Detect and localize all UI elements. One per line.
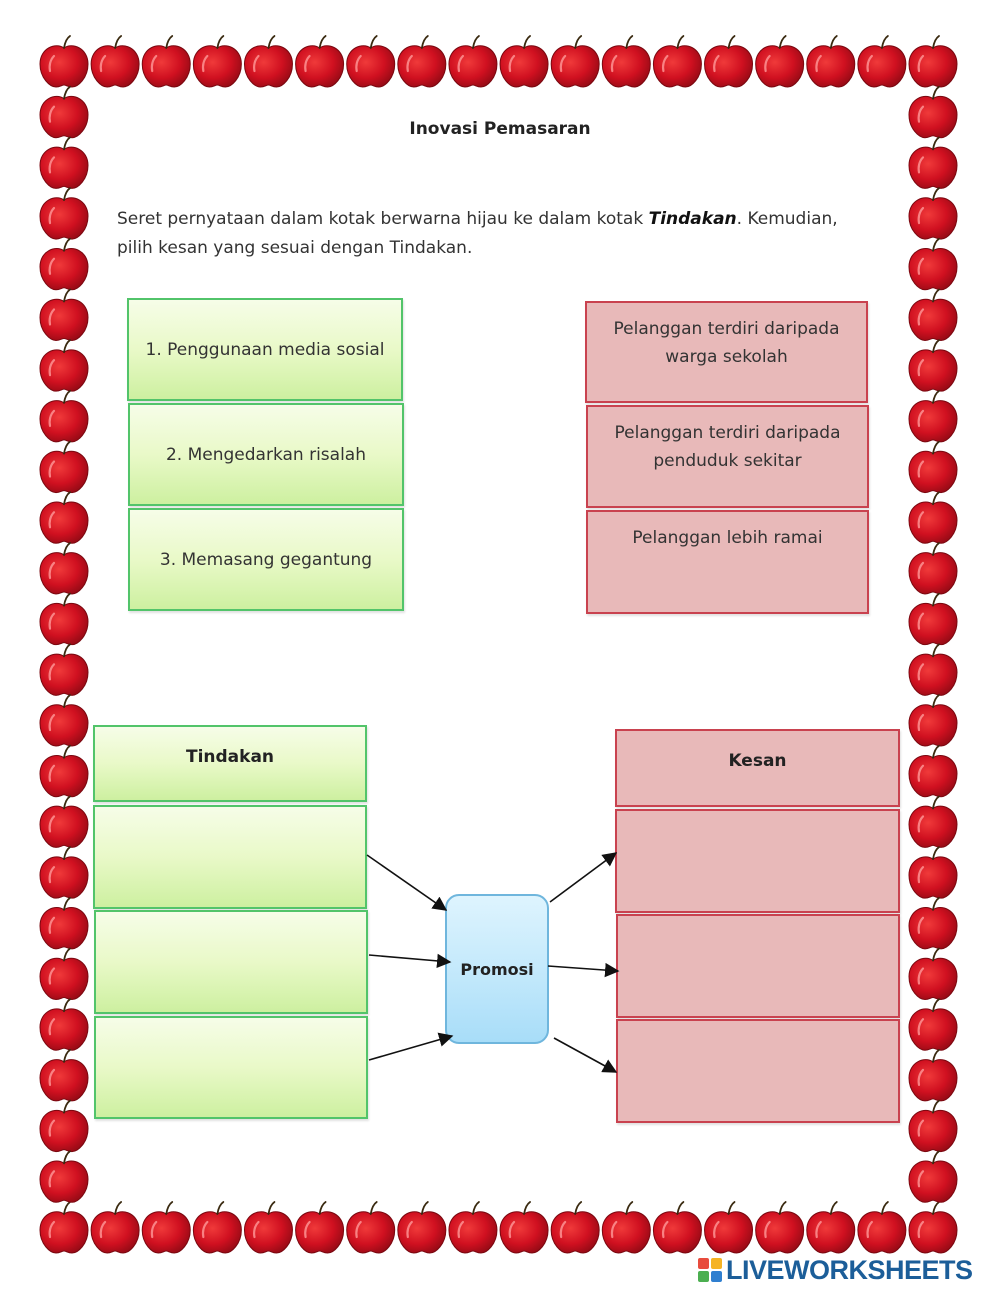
apple-icon bbox=[907, 643, 959, 697]
apple-icon bbox=[601, 34, 652, 89]
apple-icon bbox=[38, 389, 90, 443]
apple-icon bbox=[141, 1200, 192, 1255]
action-card-1[interactable]: 1. Penggunaan media sosial bbox=[127, 298, 403, 401]
apple-icon bbox=[294, 1200, 345, 1255]
apple-icon bbox=[38, 136, 90, 190]
apple-icon bbox=[294, 34, 345, 89]
apple-icon bbox=[907, 389, 959, 443]
liveworksheets-logo[interactable]: LIVEWORKSHEETS bbox=[698, 1254, 973, 1285]
apple-icon bbox=[345, 34, 396, 89]
apple-icon bbox=[907, 339, 959, 393]
apple-icon bbox=[907, 744, 959, 798]
apple-icon bbox=[38, 339, 90, 393]
apple-icon bbox=[38, 795, 90, 849]
apple-icon bbox=[447, 34, 499, 89]
apple-icon bbox=[38, 541, 90, 596]
apple-icon bbox=[907, 237, 959, 291]
apple-icon bbox=[652, 1200, 703, 1255]
apple-icon bbox=[907, 896, 959, 950]
apple-icon bbox=[907, 440, 959, 494]
apple-icon bbox=[550, 34, 601, 89]
promosi-box: Promosi bbox=[445, 894, 549, 1044]
apple-icon bbox=[447, 1200, 499, 1255]
kesan-select-slot-2[interactable] bbox=[616, 914, 900, 1018]
apple-icon bbox=[38, 288, 90, 342]
liveworksheets-logo-icon bbox=[698, 1258, 722, 1282]
apple-icon bbox=[38, 846, 90, 900]
apple-icon bbox=[907, 136, 959, 190]
apple-icon bbox=[192, 34, 243, 89]
apple-icon bbox=[243, 1200, 294, 1255]
apple-icon bbox=[38, 1099, 90, 1153]
instruction-text: Seret pernyataan dalam kotak berwarna hi… bbox=[117, 209, 838, 258]
apple-icon bbox=[38, 1200, 90, 1255]
apple-icon bbox=[38, 643, 90, 697]
apple-icon bbox=[856, 34, 907, 89]
apple-icon bbox=[907, 846, 959, 900]
apple-icon bbox=[907, 1048, 959, 1103]
apple-icon bbox=[703, 1200, 754, 1255]
effect-card-3[interactable]: Pelanggan lebih ramai bbox=[586, 510, 869, 614]
apple-icon bbox=[805, 34, 856, 89]
apple-icon bbox=[38, 440, 90, 494]
apple-icon bbox=[907, 795, 959, 849]
apple-icon bbox=[856, 1200, 907, 1255]
action-card-3[interactable]: 3. Memasang gegantung bbox=[128, 508, 404, 611]
apple-icon bbox=[38, 896, 90, 950]
apple-icon bbox=[396, 34, 447, 89]
apple-icon bbox=[907, 1200, 959, 1255]
apple-icon bbox=[38, 947, 90, 1001]
apple-icon bbox=[907, 288, 959, 342]
apple-icon bbox=[498, 1200, 550, 1255]
tindakan-drop-slot-3[interactable] bbox=[94, 1016, 368, 1119]
apple-icon bbox=[90, 34, 141, 89]
apple-icon bbox=[38, 693, 90, 748]
tindakan-drop-slot-2[interactable] bbox=[94, 910, 368, 1014]
apple-icon bbox=[38, 1150, 90, 1204]
apple-icon bbox=[38, 744, 90, 798]
apple-icon bbox=[907, 592, 959, 646]
apple-icon bbox=[907, 1099, 959, 1153]
apple-icon bbox=[38, 186, 90, 241]
apple-icon bbox=[805, 1200, 856, 1255]
apple-icon bbox=[345, 1200, 396, 1255]
apple-icon bbox=[754, 34, 805, 89]
page-title: Inovasi Pemasaran bbox=[409, 119, 591, 139]
apple-icon bbox=[38, 34, 90, 89]
apple-icon bbox=[38, 491, 90, 545]
kesan-header: Kesan bbox=[615, 729, 900, 807]
apple-icon bbox=[243, 34, 294, 89]
apple-icon bbox=[907, 998, 959, 1052]
apple-icon bbox=[907, 693, 959, 748]
apple-icon bbox=[90, 1200, 141, 1255]
action-card-2[interactable]: 2. Mengedarkan risalah bbox=[128, 403, 404, 506]
apple-icon bbox=[38, 592, 90, 646]
apple-icon bbox=[192, 1200, 243, 1255]
apple-icon bbox=[38, 1048, 90, 1103]
effect-card-1[interactable]: Pelanggan terdiri daripada warga sekolah bbox=[585, 301, 868, 403]
apple-icon bbox=[907, 541, 959, 596]
kesan-select-slot-3[interactable] bbox=[616, 1019, 900, 1123]
tindakan-header: Tindakan bbox=[93, 725, 367, 802]
apple-icon bbox=[550, 1200, 601, 1255]
apple-icon bbox=[907, 34, 959, 89]
apple-icon bbox=[498, 34, 550, 89]
apple-icon bbox=[396, 1200, 447, 1255]
apple-icon bbox=[141, 34, 192, 89]
apple-icon bbox=[38, 998, 90, 1052]
apple-icon bbox=[907, 1150, 959, 1204]
apple-icon bbox=[601, 1200, 652, 1255]
apple-icon bbox=[652, 34, 703, 89]
kesan-select-slot-1[interactable] bbox=[615, 809, 900, 913]
logo-text: LIVEWORKSHEETS bbox=[726, 1254, 973, 1285]
apple-icon bbox=[907, 947, 959, 1001]
apple-icon bbox=[38, 237, 90, 291]
tindakan-drop-slot-1[interactable] bbox=[93, 805, 367, 909]
effect-card-2[interactable]: Pelanggan terdiri daripada penduduk seki… bbox=[586, 405, 869, 508]
apple-icon bbox=[703, 34, 754, 89]
apple-icon bbox=[907, 186, 959, 241]
apple-icon bbox=[754, 1200, 805, 1255]
apple-icon bbox=[907, 491, 959, 545]
